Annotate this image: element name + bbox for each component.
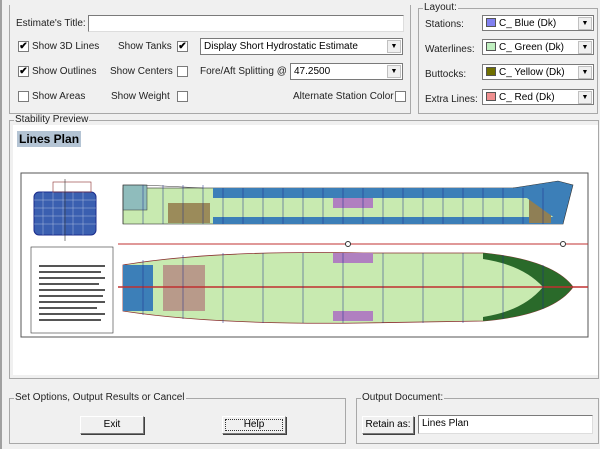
lines-plan-drawing [20,172,589,338]
check-icon: ✔ [19,66,28,77]
show-tanks-label: Show Tanks [118,41,172,52]
options-group: Estimate's Title: ✔ Show 3D Lines Show T… [9,5,411,114]
output-legend: Output Document: [361,392,445,403]
output-group: Output Document: Retain as: Lines Plan [356,392,599,444]
show-weight-checkbox[interactable] [177,91,188,102]
help-button[interactable]: Help [222,416,286,434]
fore-aft-select[interactable]: 47.2500 ▼ [290,63,403,80]
show-tanks-checkbox[interactable]: ✔ [177,41,188,52]
display-mode-value: Display Short Hydrostatic Estimate [204,41,358,52]
title-input[interactable] [88,15,404,32]
chevron-down-icon[interactable]: ▼ [578,41,592,54]
chevron-down-icon[interactable]: ▼ [578,66,592,79]
color-swatch [486,42,496,51]
check-icon: ✔ [178,41,187,52]
layout-legend: Layout: [423,2,458,13]
retain-as-button[interactable]: Retain as: [362,416,414,434]
chevron-down-icon[interactable]: ▼ [387,40,401,53]
alt-station-label: Alternate Station Color [293,91,394,102]
stations-label: Stations: [425,19,464,30]
preview-legend: Stability Preview [14,114,90,125]
retain-as-input[interactable]: Lines Plan [418,415,593,434]
show-outlines-label: Show Outlines [32,66,97,77]
waterlines-label: Waterlines: [425,44,475,55]
title-label: Estimate's Title: [16,18,86,29]
buttocks-label: Buttocks: [425,69,467,80]
actions-group: Set Options, Output Results or Cancel Ex… [9,392,346,444]
show-areas-label: Show Areas [32,91,86,102]
show-centers-checkbox[interactable] [177,66,188,77]
buttocks-select[interactable]: C_ Yellow (Dk) ▼ [482,64,594,80]
actions-legend: Set Options, Output Results or Cancel [14,392,186,403]
show-outlines-checkbox[interactable]: ✔ [18,66,29,77]
color-swatch [486,67,496,76]
show-centers-label: Show Centers [110,66,173,77]
show-3d-lines-label: Show 3D Lines [32,41,100,52]
display-mode-select[interactable]: Display Short Hydrostatic Estimate ▼ [200,38,403,55]
layout-group: Layout: Stations: C_ Blue (Dk) ▼ Waterli… [418,2,598,114]
fore-aft-value: 47.2500 [294,66,331,77]
extra-lines-label: Extra Lines: [425,94,478,105]
preview-canvas: Lines Plan [13,125,598,375]
exit-button[interactable]: Exit [80,416,144,434]
show-weight-label: Show Weight [111,91,170,102]
chevron-down-icon[interactable]: ▼ [578,17,592,30]
color-swatch [486,92,496,101]
check-icon: ✔ [19,41,28,52]
show-areas-checkbox[interactable] [18,91,29,102]
fore-aft-label: Fore/Aft Splitting @ [200,66,287,77]
alt-station-checkbox[interactable] [395,91,406,102]
preview-heading: Lines Plan [17,131,82,147]
waterlines-select[interactable]: C_ Green (Dk) ▼ [482,39,594,55]
extra-lines-select[interactable]: C_ Red (Dk) ▼ [482,89,594,105]
stations-select[interactable]: C_ Blue (Dk) ▼ [482,15,594,31]
color-swatch [486,18,496,27]
show-3d-lines-checkbox[interactable]: ✔ [18,41,29,52]
chevron-down-icon[interactable]: ▼ [578,91,592,104]
chevron-down-icon[interactable]: ▼ [387,65,401,78]
stability-preview-group: Stability Preview [9,114,599,379]
